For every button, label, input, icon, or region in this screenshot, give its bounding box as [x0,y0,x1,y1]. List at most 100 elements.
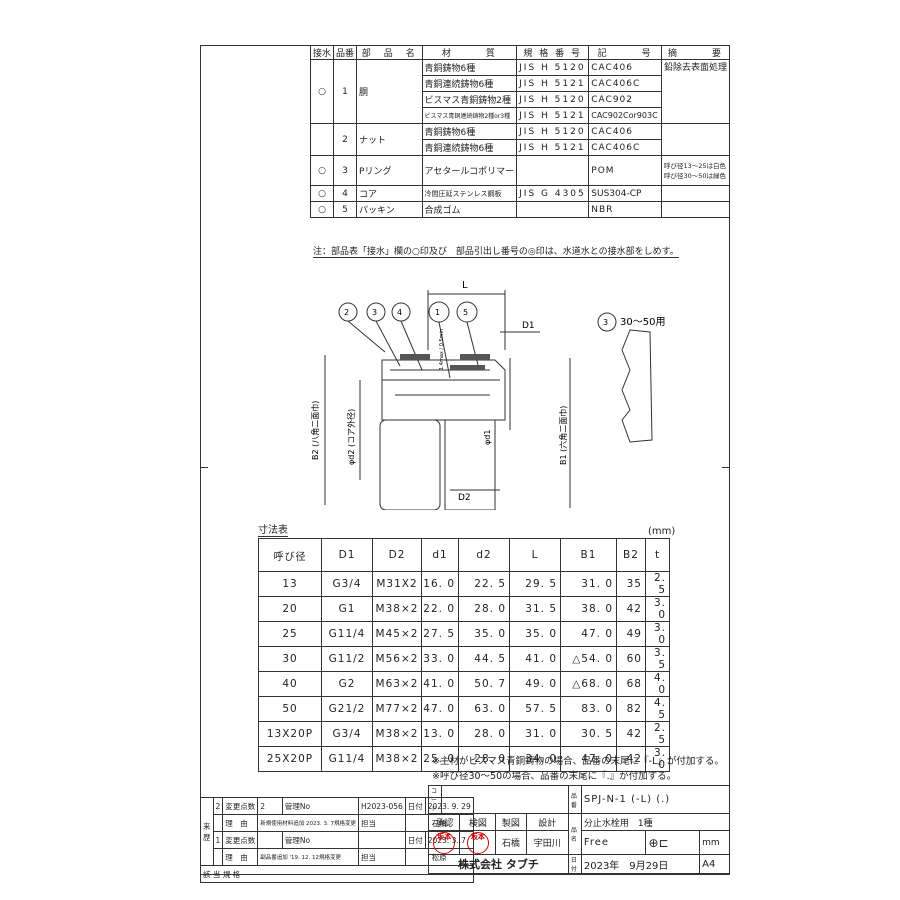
dims-cell: 31. 0 [509,721,561,747]
dim-B1: B1 (六角二面巾) [558,406,568,465]
water-cell: ○ [309,185,335,202]
dims-cell: 3. 5 [645,646,670,672]
dims-cell: 33. 0 [421,646,459,672]
dims-cell: 34. 0 [509,746,561,772]
dims-cell: 49 [616,621,646,647]
dims-cell: 4. 0 [645,671,670,697]
part-name: 分止水栓用 1種 [580,813,731,831]
revision-key: 管理No [281,831,360,849]
revision-key: 理 由 [222,848,259,866]
standard-cell: JIS H 5120 [516,91,590,108]
part-no: SPJ-N-1 (-L) (.) [580,785,731,814]
draw-header: 製図 [495,813,527,831]
dims-cell: 29. 5 [509,571,561,597]
dims-cell: 4. 5 [645,696,670,722]
cross-section-drawing: 2 3 4 1 5 3 30～50用 L D1 D2 B1 (六角二面巾) B2… [310,280,665,510]
remark-line: ※主材がビスマス青銅鋳物の場合、品番の末尾に『-L』が付加する。 [432,756,724,767]
material-cell: 青銅鋳物6種 [421,123,518,140]
company-name: 株式会社 タブチ [428,854,569,874]
revision-value [257,831,283,849]
name-cell: ナット [356,123,423,156]
dims-cell: G11/4 [321,621,373,647]
dims-cell: 42 [616,721,646,747]
revision-key: 日付 [404,831,426,849]
balloon-detail-3 [597,312,617,332]
symbol-cell: CAC406C [588,75,662,92]
dims-cell: 35. 0 [458,621,510,647]
revision-mark: 1 [212,831,224,849]
check-stamp: 坂本 [466,831,489,854]
revision-value: 2 [257,797,283,815]
name-cell: コア [356,185,423,202]
dims-cell: 82 [616,696,646,722]
dims-cell: 50. 7 [458,671,510,697]
col-symbol: 記 号 [588,45,662,60]
standard-cell: JIS H 5121 [516,139,590,156]
col-t: t [645,538,670,572]
symbol-cell: CAC902 [588,91,662,108]
balloon-2-label: 2 [344,308,349,317]
right-tick [722,467,730,468]
col-no: 品番 [333,45,358,60]
material-cell: アセタールコポリマー [421,155,518,186]
dims-cell: 41. 0 [421,671,459,697]
dim-D1: D1 [522,321,535,331]
dims-cell: M56×2 [372,646,422,672]
date-value: 2023年 9月29日 [580,854,701,874]
revision-reason: 新規使用材料追加 2023. 3. 7規格変更 [257,814,360,832]
col-nominal: 呼び径 [258,538,322,572]
dims-cell: 49. 0 [509,671,561,697]
dims-cell: 2. 5 [645,721,670,747]
dims-cell: 25. 0 [421,746,459,772]
check-header: 検図 [459,813,497,831]
parts-header-row: 接水 品番 部 品 名 材 質 規 格 番 号 記 号 摘 要 [309,45,731,60]
remark-cell: 呼び径13～25は白色 呼び径30～50は緑色 [660,155,731,186]
revision-key: 理 由 [222,814,259,832]
dims-cell: 31. 5 [509,596,561,622]
unit-value: mm [699,830,730,855]
dims-cell: G11/2 [321,646,373,672]
material-cell: ビスマス青銅鋳物2種 [421,91,518,108]
p-ring-detail [621,329,653,443]
remark-cell: 鉛除去表面処理 [660,59,731,124]
date-label: 日付 [567,854,582,874]
col-material: 材 質 [421,45,518,60]
code-value [441,785,569,814]
revision-key: 担当 [358,814,406,832]
dims-cell: 28. 0 [458,596,510,622]
dims-cell: 31. 0 [560,571,617,597]
revision-reason: 副品番追加 '19. 12. 12規格変更 [257,848,360,866]
dims-cell: 42 [616,596,646,622]
symbol-cell: CAC406 [588,59,662,76]
dims-cell: 38. 0 [560,596,617,622]
col-remark: 摘 要 [660,45,731,60]
revision-value [358,831,406,849]
standard-cell: JIS H 5121 [516,75,590,92]
paper-size: A4 [699,854,730,874]
standard-cell: JIS G 4305 [516,185,590,202]
dims-cell: 22. 5 [458,571,510,597]
dim-D2: D2 [458,493,471,503]
dims-cell: 28. 0 [458,746,510,772]
table-row: ○ 1 胴 青銅鋳物6種 JIS H 5120 CAC406 鉛除去表面処理 [309,59,731,124]
revision-value: H2023-056 [358,797,406,815]
dims-cell: 27. 5 [421,621,459,647]
revision-footer-row: 該 当 規 格 [200,865,474,883]
dims-cell: 42 [616,746,646,772]
dims-cell: M38×2 [372,746,422,772]
name-cell: パッキン [356,201,423,218]
dims-cell: 2. 5 [645,571,670,597]
dims-cell: 13. 0 [421,721,459,747]
dim-d1: φd1 [483,430,492,445]
material-cell: ビスマス青銅連続鋳物2種or3種 [421,107,518,124]
dims-cell: 13X20P [258,721,322,747]
table-row: ○ 3 Pリング アセタールコポリマー POM 呼び径13～25は白色 呼び径3… [309,155,731,186]
dims-cell: G2 [321,671,373,697]
revision-key: 変更点数 [222,797,259,815]
revision-mark [212,814,224,832]
